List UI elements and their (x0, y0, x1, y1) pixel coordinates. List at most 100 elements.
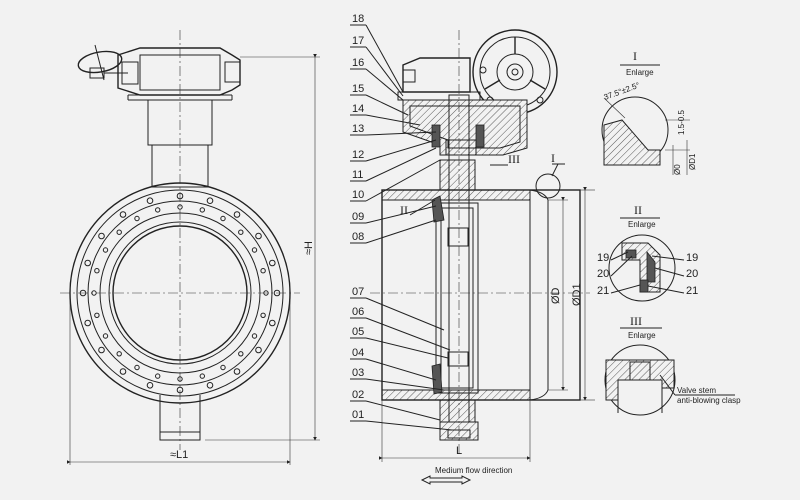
part-leader (365, 139, 437, 162)
detail-I: I Enlarge 37.5°±2.5° 1.5-0.5 Ø0 ØD1 (601, 49, 697, 175)
part-leader (365, 46, 404, 97)
part-leader (365, 159, 441, 202)
bolt-hole (260, 268, 266, 274)
bolt-hole (177, 204, 183, 210)
part-label: 17 (352, 35, 364, 47)
bolt-hole (119, 211, 127, 218)
part-leader (365, 24, 404, 93)
detail-II-title: Enlarge (628, 220, 656, 229)
dim-L1: ≈L1 (67, 300, 291, 465)
callout-II: II (400, 203, 408, 217)
dim-d-label: ØD (550, 287, 562, 304)
part-label: 14 (352, 103, 364, 115)
part-leader (365, 219, 437, 244)
bolt-hole (233, 211, 241, 218)
detail-II-l19: 19 (597, 252, 609, 264)
part-leader (365, 420, 453, 431)
detail-II-roman: II (634, 203, 642, 217)
bolt-hole (84, 319, 91, 327)
part-label: 10 (352, 189, 364, 201)
part-label: 02 (352, 389, 364, 401)
dim-l1-label: ≈L1 (170, 449, 188, 461)
bolt-hole (94, 312, 100, 318)
part-label: 06 (352, 306, 364, 318)
part-leader (365, 205, 437, 224)
bolt-hole (98, 346, 105, 354)
handwheel (77, 44, 128, 81)
bolt-hole (119, 368, 127, 375)
bolt-hole (251, 247, 258, 253)
part-label: 12 (352, 149, 364, 161)
part-label: 07 (352, 286, 364, 298)
bolt-hole (84, 259, 91, 267)
flow-label: Medium flow direction (435, 466, 512, 475)
detail-III-roman: III (630, 314, 642, 328)
bolt-hole (116, 351, 122, 357)
part-leader (365, 68, 404, 101)
bolt-hole (206, 197, 214, 204)
front-view: ≈L1 ≈H (60, 30, 320, 465)
detail-III-note1: Valve stem (677, 386, 716, 395)
detail-II: II Enlarge 19 20 21 19 20 21 (597, 203, 698, 302)
part-leader (365, 337, 449, 359)
detail-II-r21: 21 (686, 285, 698, 297)
bolt-hole (269, 259, 276, 267)
bolt-hole (255, 232, 262, 240)
bolt-hole (220, 215, 226, 222)
part-leader (365, 94, 409, 116)
dim-d1-label: ØD1 (571, 283, 583, 306)
detail-II-r19: 19 (686, 252, 698, 264)
dim-l-label: L (456, 445, 462, 457)
part-label: 03 (352, 367, 364, 379)
detail-I-d1: ØD1 (688, 153, 697, 170)
part-leader (365, 358, 437, 381)
callout-I: I (551, 151, 555, 165)
dim-h-label: ≈H (303, 241, 315, 255)
callout-III: III (508, 152, 520, 166)
dim-D: ØD ØD1 (548, 187, 595, 401)
part-leader (365, 114, 421, 126)
bolt-hole (251, 333, 258, 339)
bolt-hole (116, 229, 122, 235)
flow-direction: Medium flow direction (420, 466, 512, 485)
bolt-hole (102, 247, 109, 253)
valve-body-section (381, 94, 581, 441)
bolt-hole (238, 351, 244, 357)
bolt-hole (146, 382, 154, 389)
bolt-hole (102, 333, 109, 339)
bolt-hole (255, 346, 262, 354)
bolt-holes (79, 192, 281, 394)
section-view: L ØD ØD1 Medium flow direction I II III … (350, 13, 595, 485)
bolt-hole (94, 268, 100, 274)
bolt-hole (233, 368, 241, 375)
bolt-hole (146, 197, 154, 204)
dim-H: ≈H (205, 54, 320, 441)
bolt-hole (238, 229, 244, 235)
bracket (402, 99, 528, 156)
detail-III-title: Enlarge (628, 331, 656, 340)
bolt-hole (155, 373, 161, 379)
detail-I-title: Enlarge (626, 68, 654, 77)
part-leader (365, 147, 437, 182)
part-label: 13 (352, 123, 364, 135)
part-leader (365, 131, 437, 136)
detail-I-tol: 1.5-0.5 (677, 110, 686, 135)
detail-I-angle: 37.5°±2.5° (603, 81, 641, 102)
bolt-hole (98, 232, 105, 240)
bolt-hole (199, 373, 206, 379)
part-leader (365, 297, 445, 331)
part-label: 09 (352, 211, 364, 223)
part-label: 08 (352, 231, 364, 243)
part-label: 01 (352, 409, 364, 421)
part-label: 04 (352, 347, 364, 359)
bolt-hole (269, 319, 276, 327)
part-leader (365, 378, 445, 391)
part-label: 18 (352, 13, 364, 25)
detail-II-r20: 20 (686, 268, 698, 280)
bolt-hole (134, 215, 140, 222)
gearbox-front (117, 47, 241, 101)
detail-I-d0: Ø0 (673, 164, 682, 175)
part-leader (365, 400, 441, 421)
